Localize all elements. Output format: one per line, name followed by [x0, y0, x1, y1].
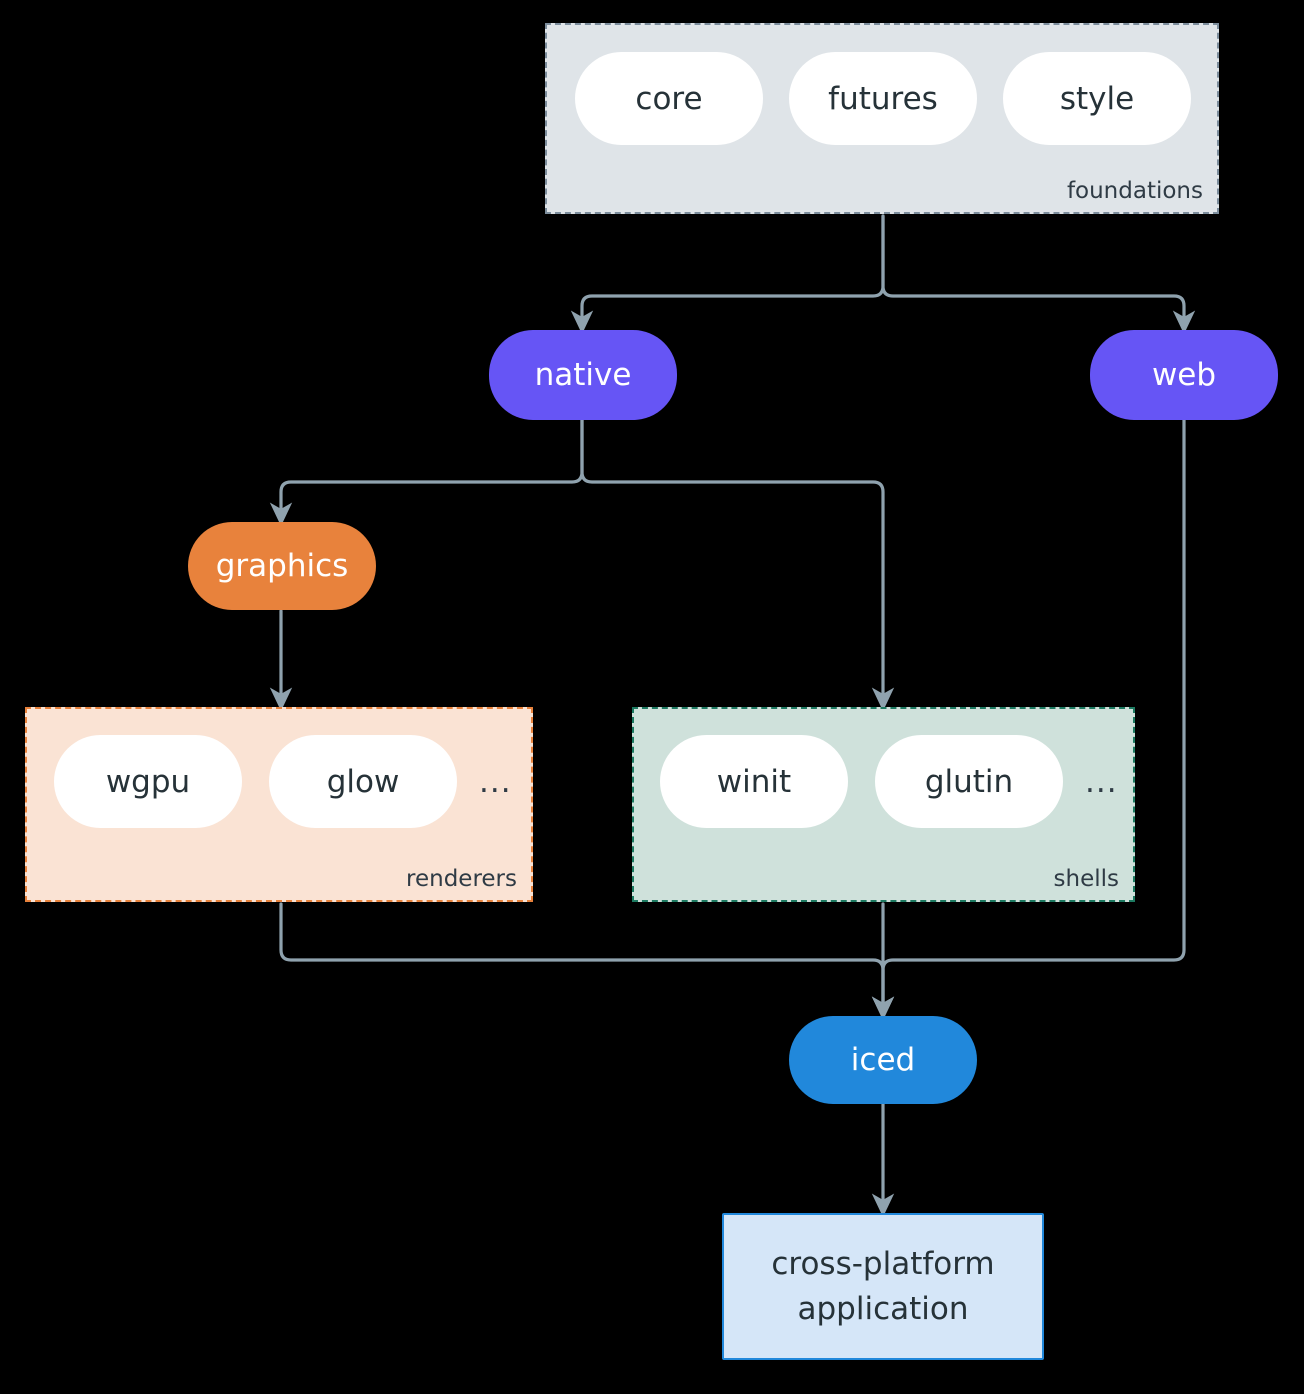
group-shells: winit glutin ... shells — [632, 707, 1135, 902]
renderers-more-label: ... — [479, 763, 512, 800]
group-renderers-label: renderers — [406, 866, 517, 892]
pill-futures[interactable]: futures — [789, 52, 977, 145]
renderers-more-indicator: ... — [479, 735, 512, 828]
node-web[interactable]: web — [1090, 330, 1278, 420]
node-cross-platform-application[interactable]: cross-platform application — [722, 1213, 1044, 1360]
pill-winit-label: winit — [716, 763, 792, 800]
pill-futures-label: futures — [828, 80, 938, 117]
node-native-label: native — [534, 357, 632, 393]
node-web-label: web — [1151, 357, 1217, 393]
node-graphics-label: graphics — [215, 548, 349, 584]
group-shells-label: shells — [1053, 866, 1119, 892]
pill-core-label: core — [635, 80, 703, 117]
pill-glow[interactable]: glow — [269, 735, 457, 828]
pill-glutin[interactable]: glutin — [875, 735, 1063, 828]
shells-more-label: ... — [1085, 763, 1118, 800]
application-line-2: application — [797, 1290, 969, 1327]
edge-native-graphics — [269, 418, 584, 527]
group-foundations-label: foundations — [1066, 178, 1203, 204]
node-iced[interactable]: iced — [789, 1016, 977, 1104]
pill-style[interactable]: style — [1003, 52, 1191, 145]
shells-more-indicator: ... — [1085, 735, 1118, 828]
pill-glutin-label: glutin — [924, 763, 1014, 800]
node-iced-label: iced — [850, 1042, 916, 1078]
pill-winit[interactable]: winit — [660, 735, 848, 828]
edge-foundations-native — [570, 214, 885, 335]
edge-renderers-iced — [279, 902, 895, 1021]
pill-core[interactable]: core — [575, 52, 763, 145]
pill-style-label: style — [1059, 80, 1135, 117]
application-line-1: cross-platform — [771, 1246, 995, 1283]
group-renderers: wgpu glow ... renderers — [25, 707, 533, 902]
group-foundations: core futures style foundations — [545, 23, 1219, 214]
node-graphics[interactable]: graphics — [188, 522, 376, 610]
edge-native-shells — [580, 418, 895, 712]
pill-wgpu[interactable]: wgpu — [54, 735, 242, 828]
edge-foundations-web — [881, 214, 1196, 335]
pill-glow-label: glow — [326, 763, 400, 800]
pill-wgpu-label: wgpu — [105, 763, 191, 800]
node-native[interactable]: native — [489, 330, 677, 420]
